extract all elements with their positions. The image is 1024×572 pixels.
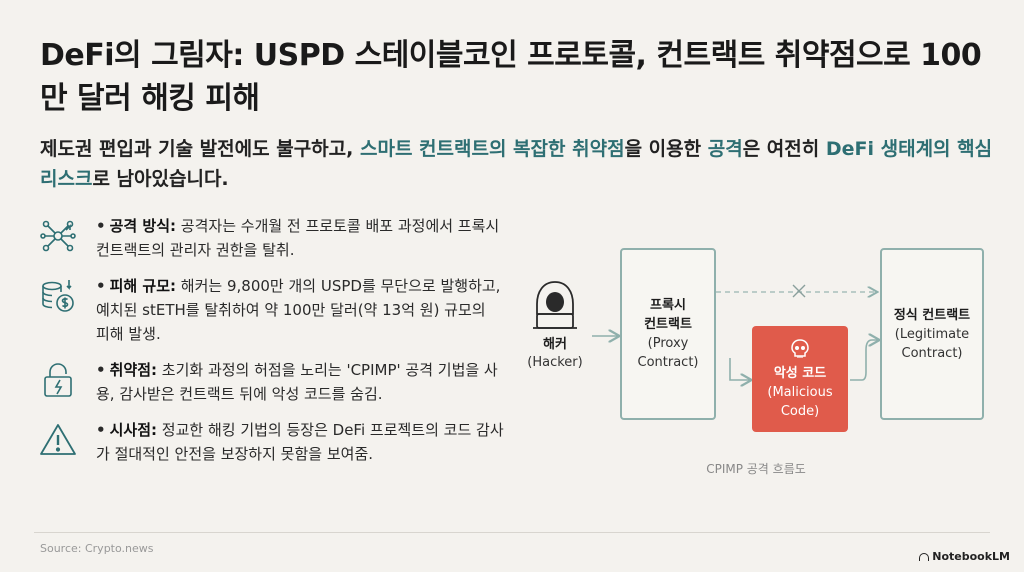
source-note: Source: Crypto.news: [40, 542, 154, 555]
bullet-label: 공격 방식:: [109, 217, 177, 235]
bullet-text: 해커는 9,800만 개의 USPD를 무단으로 발행하고, 예치된 stETH…: [96, 277, 501, 343]
subtitle-text: 을 이용한: [624, 138, 708, 160]
coin-dollar-icon: [38, 276, 78, 316]
hacker-node: 해커 (Hacker): [520, 280, 590, 372]
hacker-label-en: (Hacker): [527, 355, 583, 370]
subtitle-highlight: DeFi 생태계의 핵심 리스크: [40, 138, 993, 190]
cpimp-flow-diagram: 해커 (Hacker) 프록시 컨트랙트 (Proxy Contract) 악성…: [510, 240, 1010, 490]
bullet-label: 시사점:: [109, 421, 157, 439]
bullet-text: 정교한 해킹 기법의 등장은 DeFi 프로젝트의 코드 감사가 절대적인 안전…: [96, 421, 504, 463]
arrow-malicious-to-legit: [850, 340, 878, 381]
malicious-code-box: 악성 코드 (Malicious Code): [752, 326, 848, 432]
diagram-arrows: [592, 284, 1010, 490]
hacker-label: 해커: [543, 337, 567, 352]
legitimate-contract-box: 정식 컨트랙트 (Legitimate Contract): [880, 248, 984, 420]
network-attack-icon: [38, 216, 78, 256]
bullet-text: 초기화 과정의 허점을 노리는 'CPIMP' 공격 기법을 사용, 감사받은 …: [96, 361, 498, 403]
brand-logo-icon: [919, 552, 930, 561]
subtitle-text: 로 남아있습니다.: [92, 168, 229, 190]
bullet-list: •공격 방식: 공격자는 수개월 전 프로토콜 배포 과정에서 프록시 컨트랙트…: [34, 214, 504, 478]
skull-icon: [791, 338, 809, 358]
proxy-contract-box: 프록시 컨트랙트 (Proxy Contract): [620, 248, 716, 420]
bullet-label: 취약점:: [109, 361, 157, 379]
subtitle-highlight: 스마트 컨트랙트의 복잡한 취약점: [359, 138, 625, 160]
warning-icon: [38, 420, 78, 460]
page-title: DeFi의 그림자: USPD 스테이블코인 프로토콜, 컨트랙트 취약점으로 …: [40, 38, 982, 116]
bullet-implication: •시사점: 정교한 해킹 기법의 등장은 DeFi 프로젝트의 코드 감사가 절…: [34, 418, 504, 466]
brand-mark: NotebookLM: [919, 550, 1010, 563]
arrow-proxy-to-malicious: [729, 358, 750, 380]
subtitle-text: 제도권 편입과 기술 발전에도 불구하고,: [40, 138, 360, 160]
brand-name: NotebookLM: [932, 550, 1010, 563]
hacker-icon: [533, 281, 577, 329]
subtitle-highlight: 공격: [707, 138, 743, 160]
subtitle: 제도권 편입과 기술 발전에도 불구하고, 스마트 컨트랙트의 복잡한 취약점을…: [40, 134, 1000, 194]
subtitle-text: 은 여전히: [742, 138, 826, 160]
bullet-text: 공격자는 수개월 전 프로토콜 배포 과정에서 프록시 컨트랙트의 관리자 권한…: [96, 217, 500, 259]
bullet-label: 피해 규모:: [109, 277, 177, 295]
blocked-x-icon: [792, 284, 806, 298]
bullet-vulnerability: •취약점: 초기화 과정의 허점을 노리는 'CPIMP' 공격 기법을 사용,…: [34, 358, 504, 406]
broken-lock-icon: [38, 360, 78, 400]
diagram-caption: CPIMP 공격 흐름도: [706, 462, 806, 476]
bullet-damage: •피해 규모: 해커는 9,800만 개의 USPD를 무단으로 발행하고, 예…: [34, 274, 504, 346]
bullet-attack-method: •공격 방식: 공격자는 수개월 전 프로토콜 배포 과정에서 프록시 컨트랙트…: [34, 214, 504, 262]
footer-divider: [34, 532, 990, 533]
